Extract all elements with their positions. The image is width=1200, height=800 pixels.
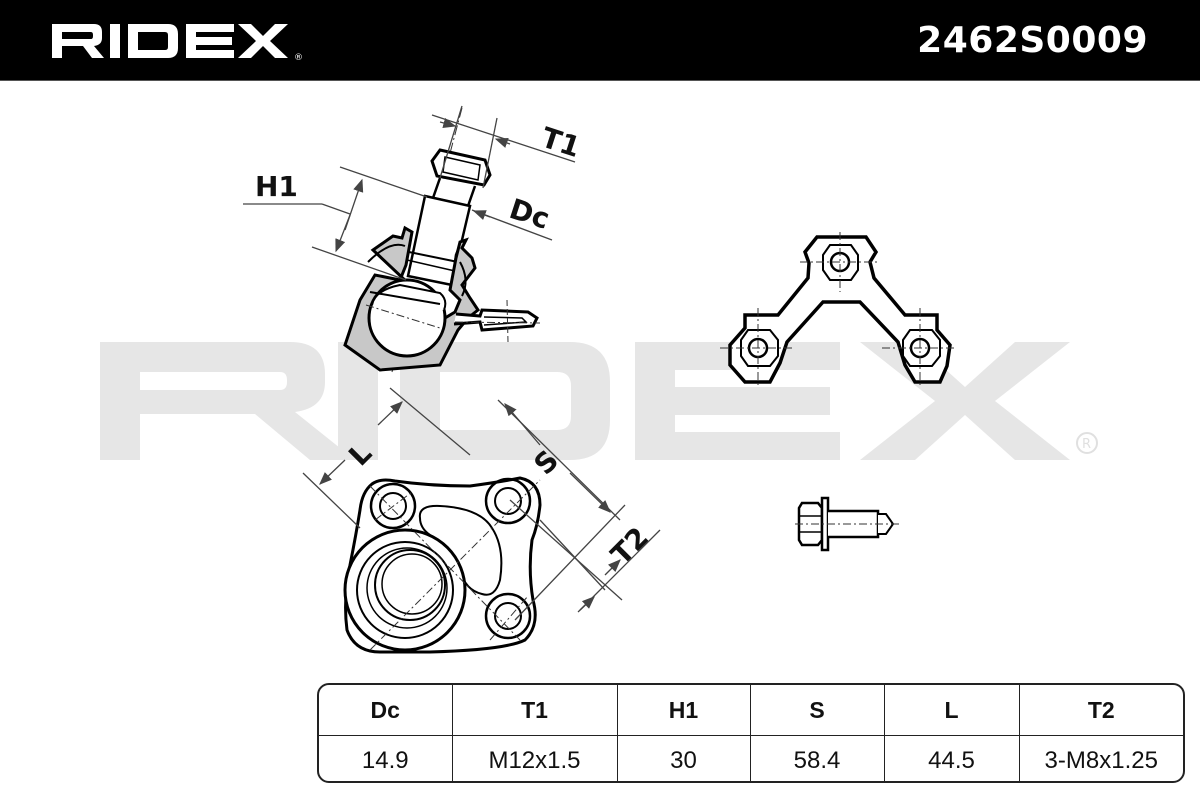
t1-dimension	[431, 105, 576, 189]
spec-table-value-row: 14.9 M12x1.5 30 58.4 44.5 3-M8x1.25	[319, 735, 1183, 781]
label-t1: T1	[537, 121, 584, 164]
header-cell-h1: H1	[616, 685, 750, 736]
ridex-logo: ®	[52, 24, 303, 63]
header-cell-dc: Dc	[319, 685, 452, 736]
header-cell-s: S	[749, 685, 884, 736]
label-t2: T2	[604, 521, 655, 572]
value-cell-h1: 30	[616, 735, 750, 781]
label-s: S	[527, 444, 565, 482]
s-dimension	[497, 399, 626, 621]
technical-drawing: T1 H1 Dc	[243, 105, 957, 654]
part-number: 2462S0009	[917, 20, 1148, 61]
value-cell-l: 44.5	[883, 735, 1019, 781]
value-cell-t1: M12x1.5	[451, 735, 617, 781]
value-cell-s: 58.4	[749, 735, 884, 781]
spec-table-header-row: Dc T1 H1 S L T2	[319, 685, 1183, 736]
dc-dimension	[471, 209, 553, 241]
header-cell-t1: T1	[451, 685, 617, 736]
label-dc: Dc	[505, 192, 553, 236]
ball-joint-side-view	[343, 107, 541, 373]
bolt	[795, 496, 902, 552]
header-bar: ® 2462S0009	[0, 0, 1200, 81]
l-dimension	[302, 387, 471, 529]
header-cell-l: L	[883, 685, 1019, 736]
svg-text:R: R	[1082, 437, 1091, 452]
mounting-plate	[720, 232, 957, 388]
value-cell-t2: 3-M8x1.25	[1018, 735, 1183, 781]
registered-mark: ®	[294, 53, 303, 63]
flange-top-view	[343, 476, 542, 654]
value-cell-dc: 14.9	[361, 747, 409, 774]
t2-dimension	[577, 529, 661, 613]
label-h1: H1	[255, 170, 298, 203]
spec-table: Dc T1 H1 S L T2 14.9 M12x1.5 30 58.4 44.…	[317, 683, 1185, 783]
header-cell-t2: T2	[1018, 685, 1183, 736]
label-l: L	[342, 436, 378, 472]
h1-dimension	[243, 166, 428, 281]
